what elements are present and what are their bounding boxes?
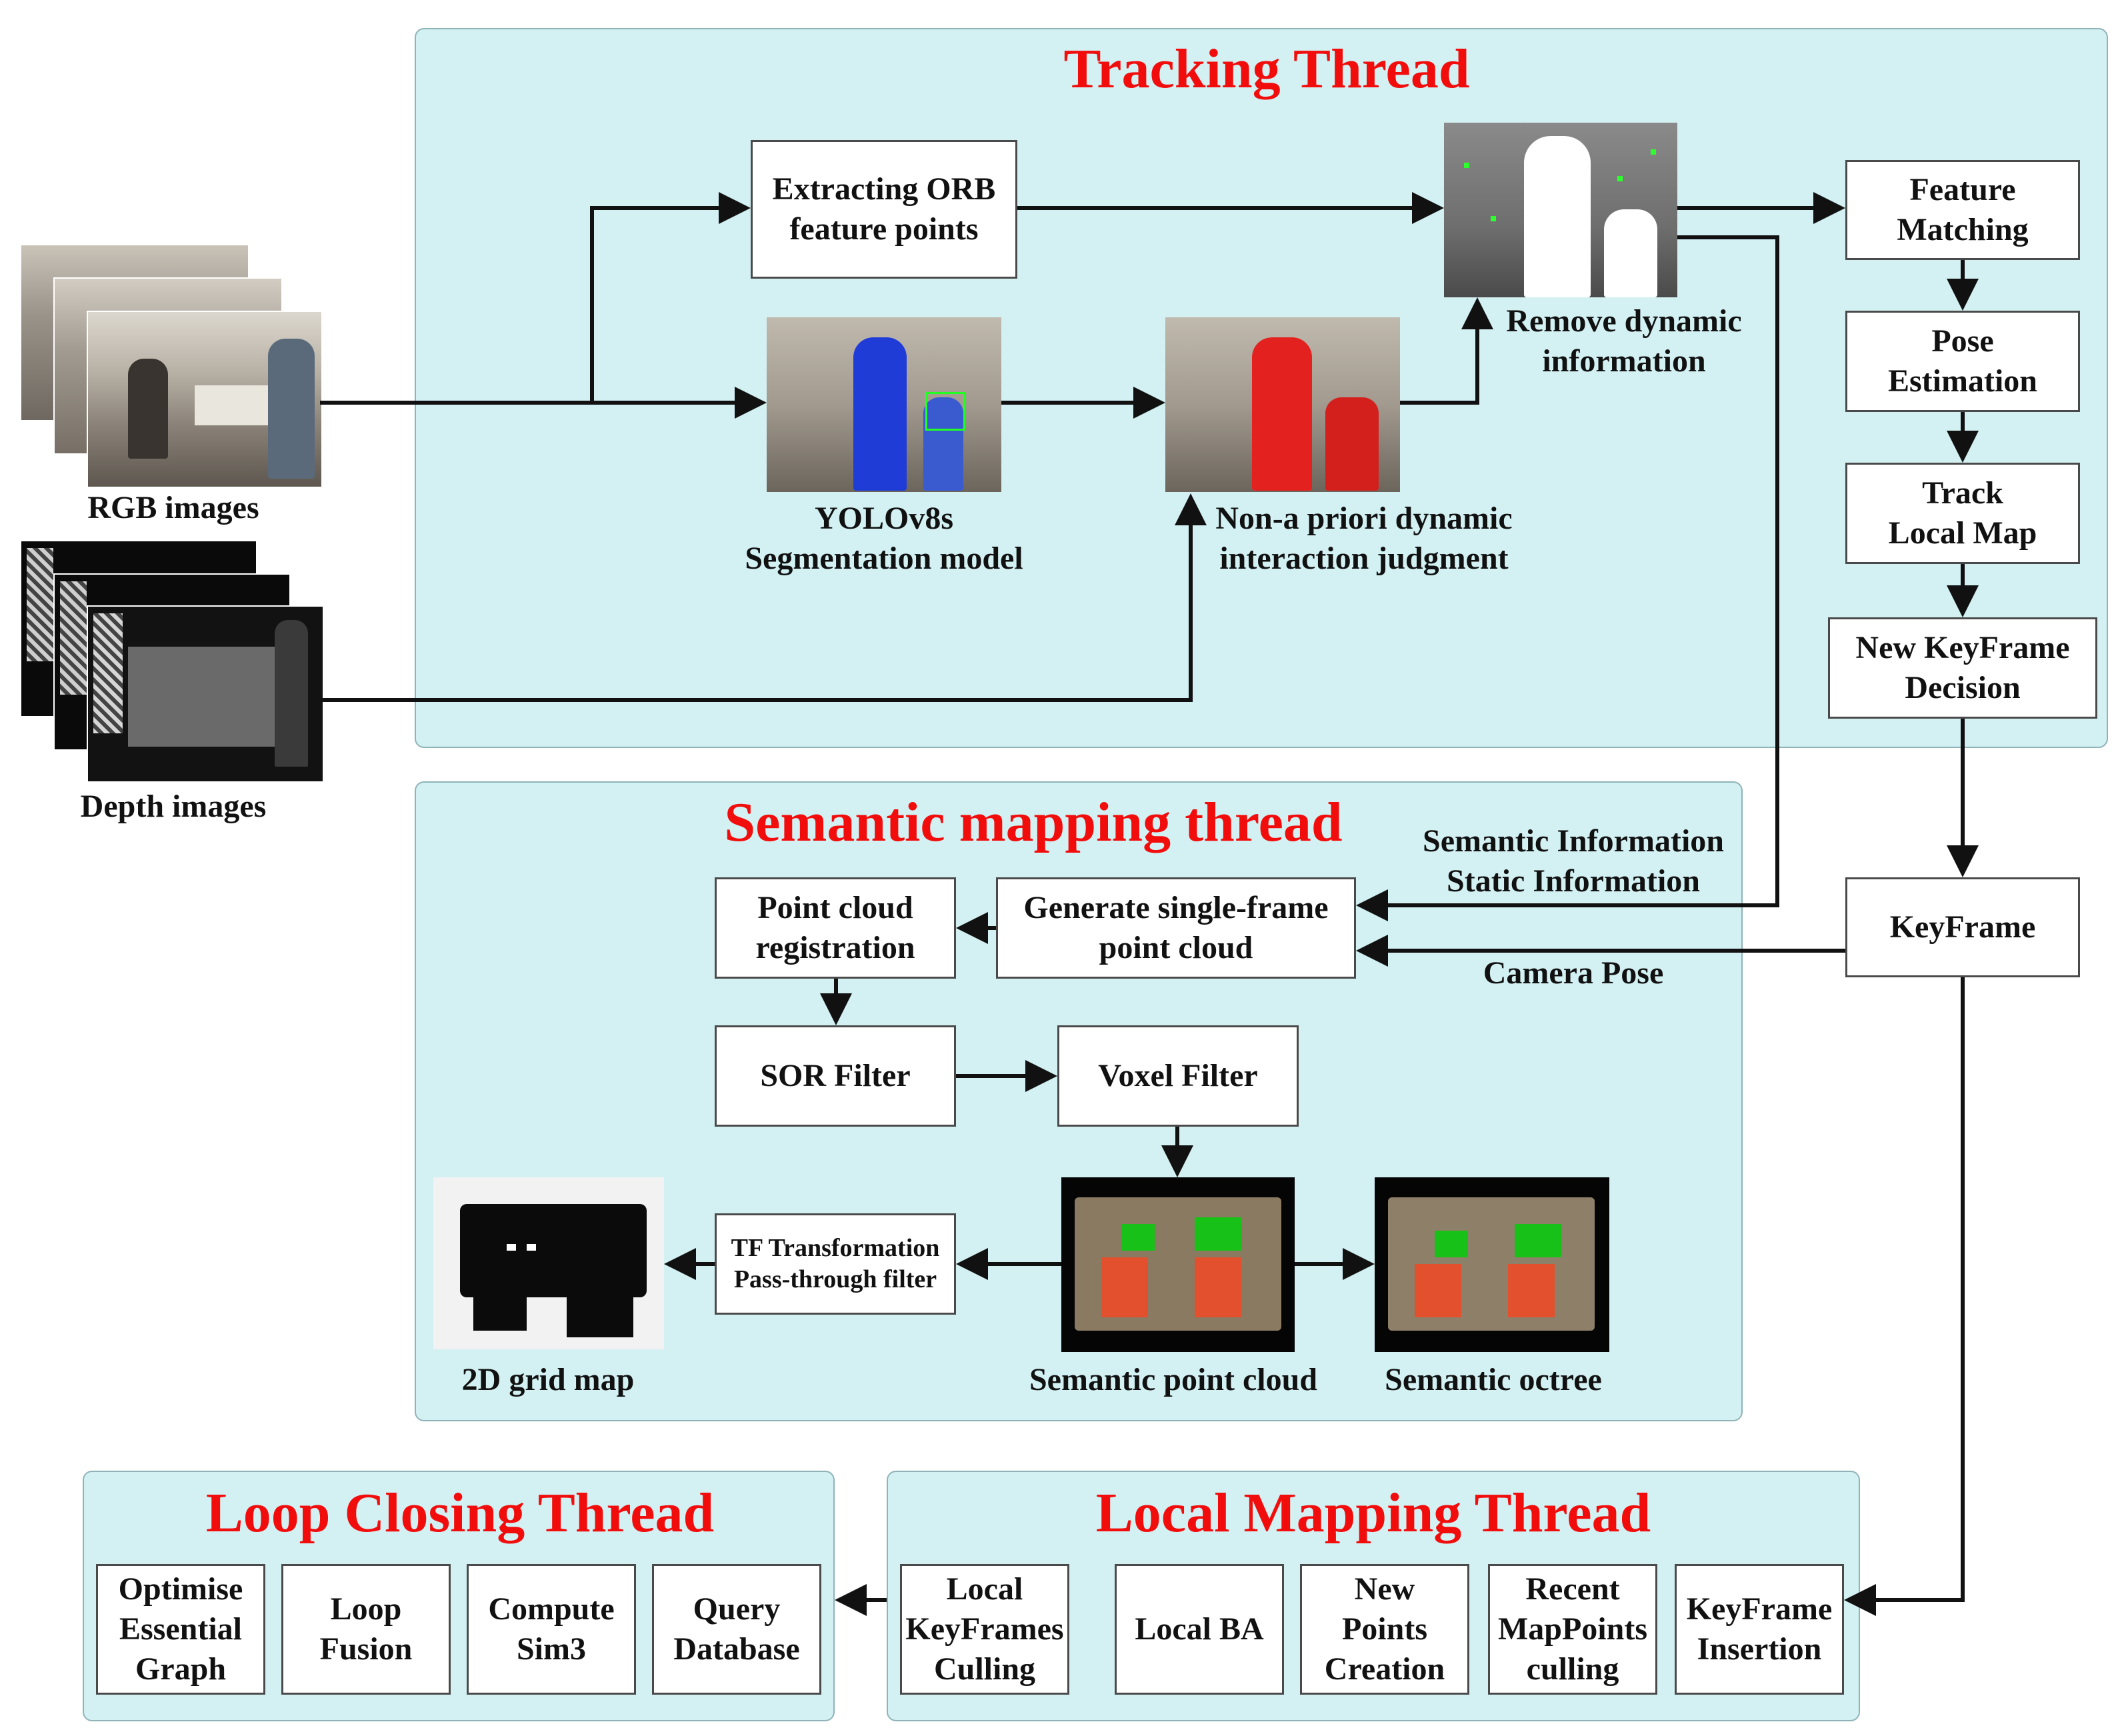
point-cloud-registration-box: Point cloud registration: [715, 877, 956, 979]
arrow-nonapriori-to-remove: [1400, 297, 1493, 405]
semantic-octree-label: Semantic octree: [1385, 1362, 1602, 1397]
depth-image-front: [87, 605, 324, 783]
semantic-point-cloud-label: Semantic point cloud: [1029, 1362, 1318, 1397]
semantic-information-label: Semantic Information Static Information: [1423, 823, 1724, 899]
semantic-mapping-title: Semantic mapping thread: [724, 791, 1343, 853]
semantic-point-cloud-image: [1061, 1177, 1295, 1352]
tracking-thread-title: Tracking Thread: [1063, 38, 1470, 100]
yolo-label: YOLOv8s Segmentation model: [745, 501, 1023, 576]
tf-transformation-box: TF Transformation Pass-through filter: [715, 1213, 956, 1315]
compute-sim3-box: Compute Sim3: [467, 1564, 636, 1695]
feature-matching-box: Feature Matching: [1845, 160, 2080, 260]
loop-fusion-box: Loop Fusion: [281, 1564, 451, 1695]
pose-estimation-box: Pose Estimation: [1845, 311, 2080, 412]
depth-images-label: Depth images: [80, 789, 267, 824]
arrow-rgb-to-orb: [320, 192, 751, 405]
new-keyframe-decision-box: New KeyFrame Decision: [1828, 617, 2097, 719]
query-database-box: Query Database: [652, 1564, 821, 1695]
nonapriori-label: Non-a priori dynamic interaction judgmen…: [1215, 501, 1513, 576]
recent-mappoints-culling-box: Recent MapPoints culling: [1488, 1564, 1657, 1695]
local-ba-box: Local BA: [1115, 1564, 1284, 1695]
arrow-depth-to-nonapriori: [321, 493, 1207, 702]
extracting-orb-box: Extracting ORB feature points: [751, 140, 1017, 279]
grid-map-image: [433, 1177, 664, 1349]
sor-filter-box: SOR Filter: [715, 1025, 956, 1127]
yolo-segmentation-image: [767, 317, 1001, 492]
remove-dynamic-image: [1444, 123, 1677, 297]
camera-pose-label: Camera Pose: [1483, 955, 1664, 991]
local-keyframes-culling-box: Local KeyFrames Culling: [900, 1564, 1069, 1695]
keyframe-box: KeyFrame: [1845, 877, 2080, 977]
local-mapping-title: Local Mapping Thread: [1095, 1482, 1651, 1544]
semantic-octree-image: [1375, 1177, 1609, 1352]
grid-map-label: 2D grid map: [461, 1362, 635, 1397]
generate-single-frame-box: Generate single-frame point cloud: [996, 877, 1356, 979]
arrow-semantic-info: [1356, 235, 1779, 921]
optimise-essential-graph-box: Optimise Essential Graph: [96, 1564, 265, 1695]
loop-closing-title: Loop Closing Thread: [205, 1482, 715, 1544]
arrow-keyframe-to-insertion: [1844, 977, 1965, 1616]
rgb-image-front: [87, 311, 323, 488]
remove-dynamic-label: Remove dynamic information: [1506, 303, 1742, 379]
new-points-creation-box: New Points Creation: [1300, 1564, 1469, 1695]
track-local-map-box: Track Local Map: [1845, 463, 2080, 564]
rgb-images-label: RGB images: [87, 490, 259, 525]
keyframe-insertion-box: KeyFrame Insertion: [1675, 1564, 1844, 1695]
nonapriori-image: [1165, 317, 1400, 492]
voxel-filter-box: Voxel Filter: [1057, 1025, 1299, 1127]
